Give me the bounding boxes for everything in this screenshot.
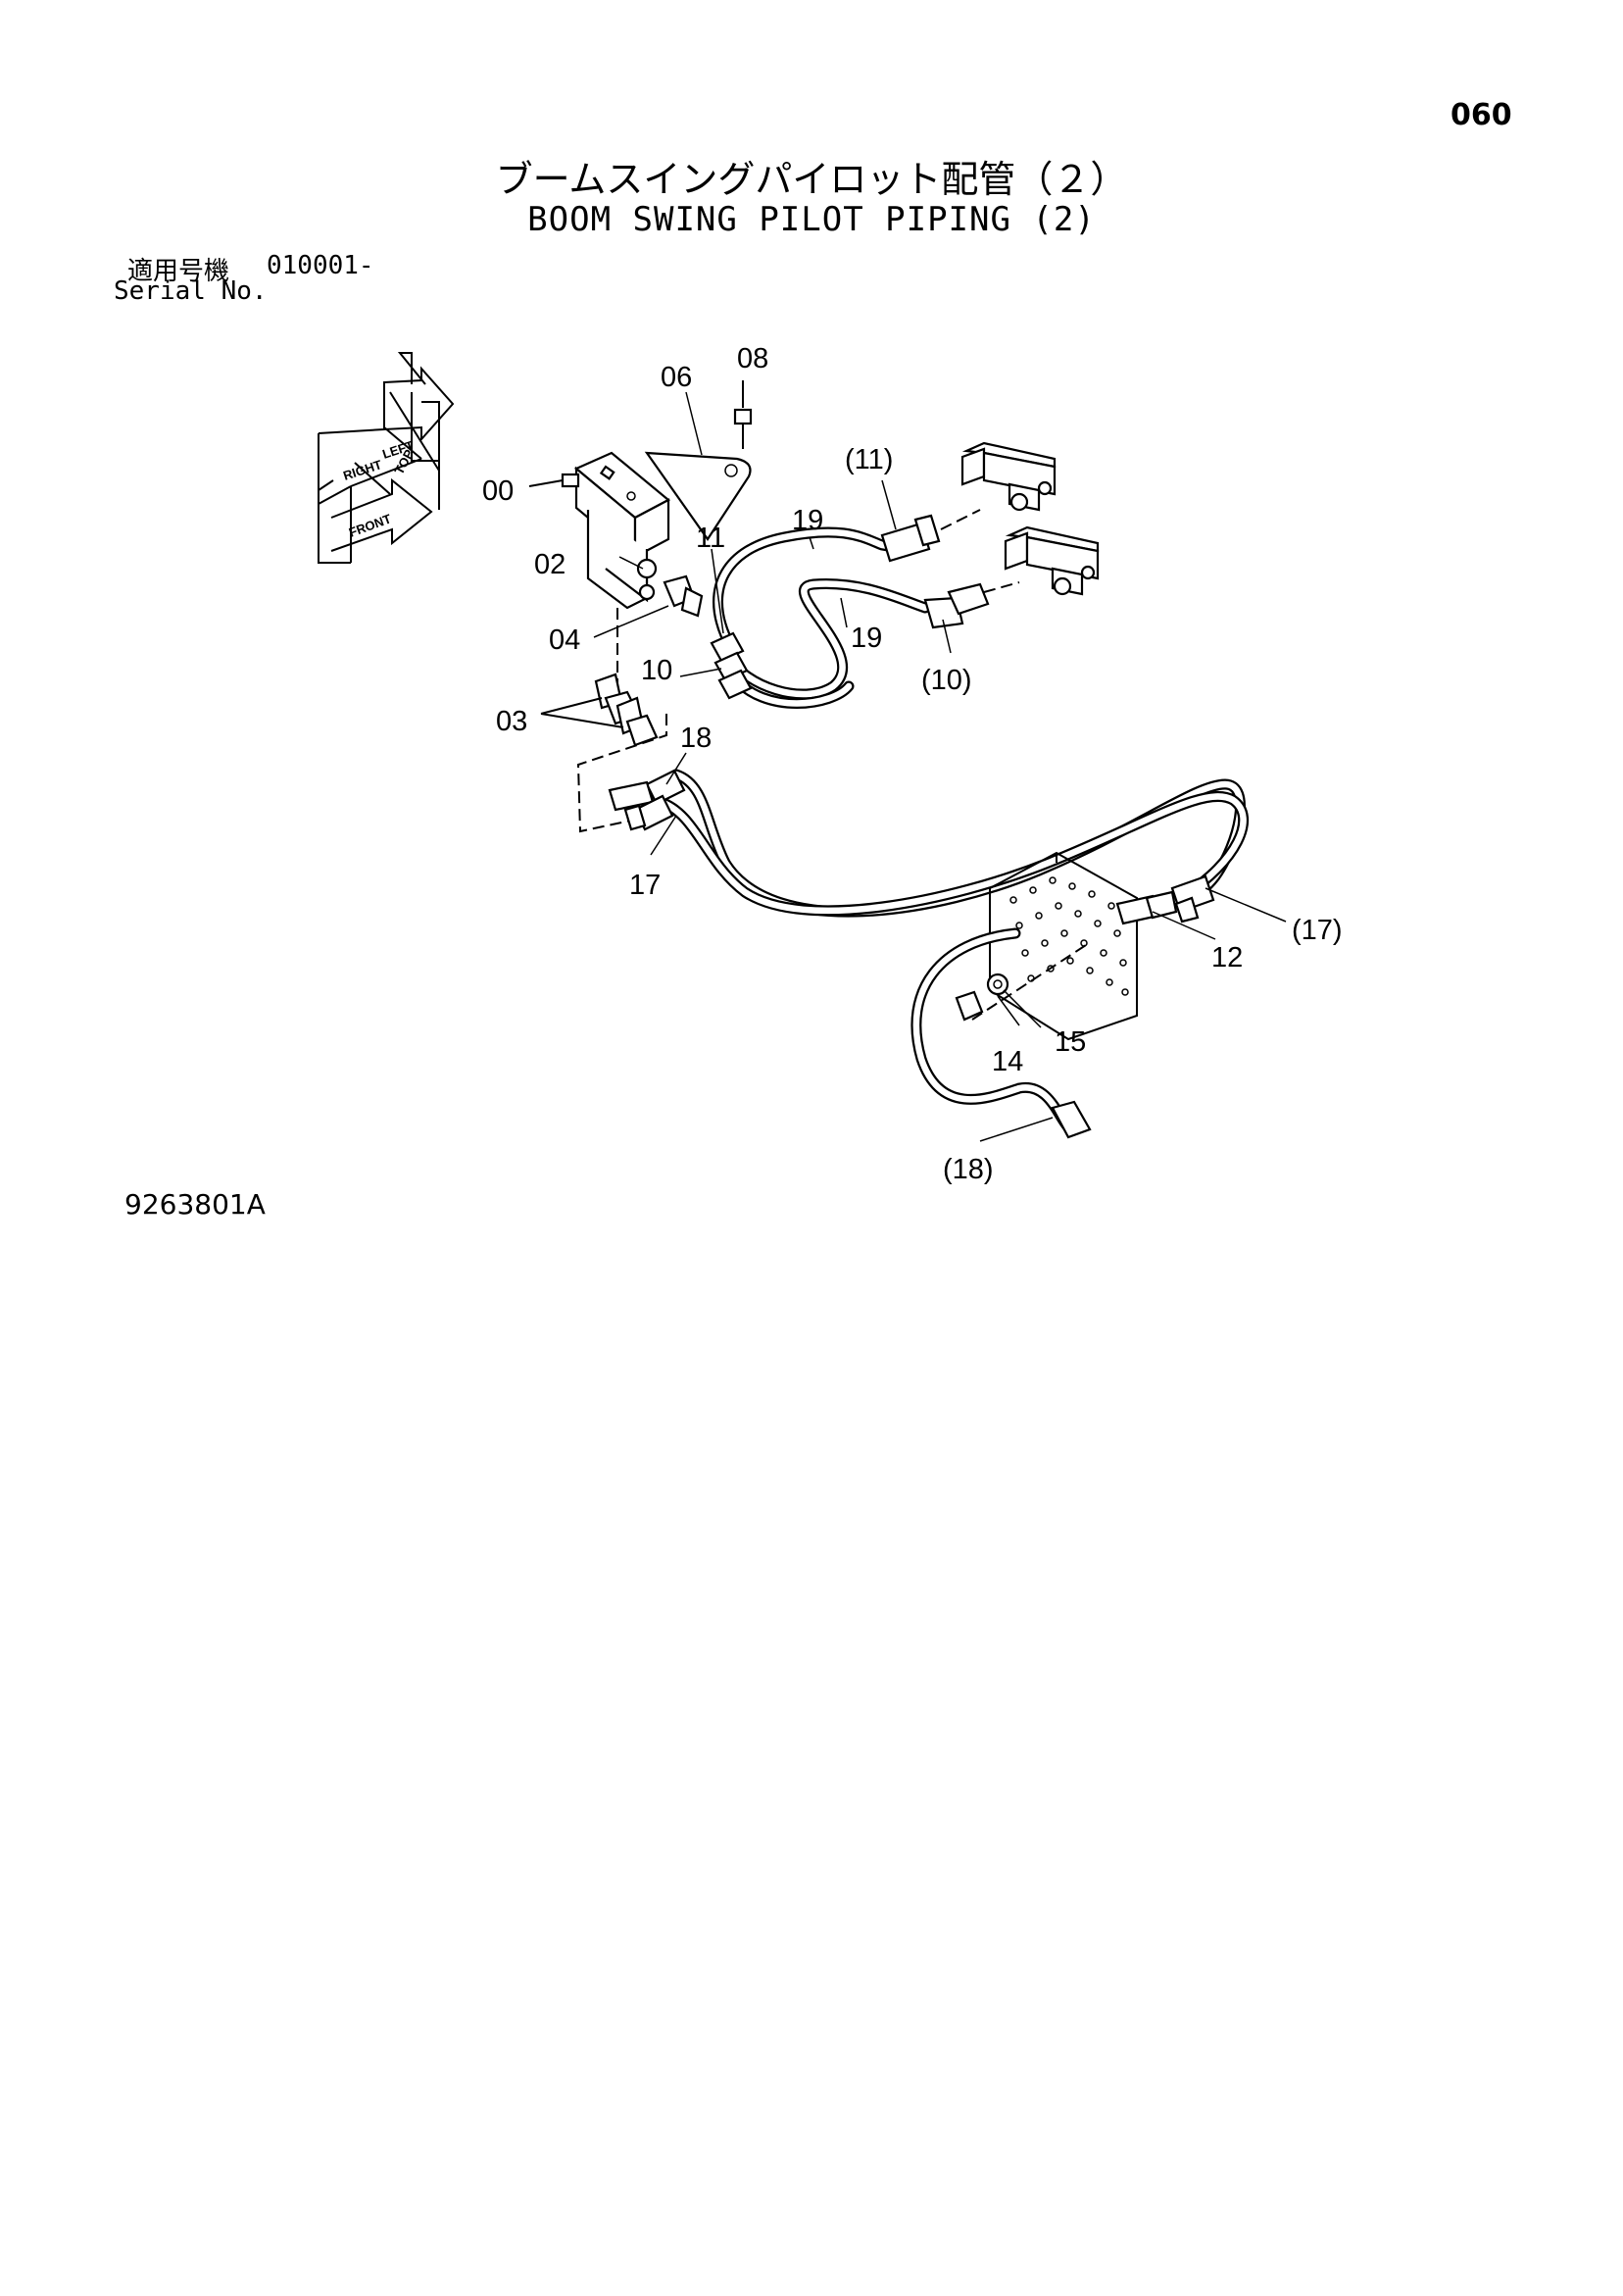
callout-labels: 00 02 03 04 06 08 10 11 12 14 15 17 18 1… (482, 343, 1343, 1185)
callout-06: 06 (661, 362, 692, 393)
callout-10: 10 (641, 655, 672, 686)
serial-label-japanese: 適用号機 (127, 257, 230, 286)
callout-10-reference: (10) (921, 665, 972, 696)
pipe-18-lower (910, 927, 1092, 1139)
valve-assembly (528, 380, 753, 618)
page-title-english: BOOM SWING PILOT PIPING (2) (527, 200, 1096, 239)
callout-17-reference: (17) (1292, 915, 1343, 946)
elbow-fittings (540, 608, 659, 747)
callout-04: 04 (549, 624, 580, 656)
page-title-japanese: ブームスイングパイロット配管（２） (495, 158, 1128, 201)
callout-00: 00 (482, 475, 514, 507)
drawing-number: 9263801A (124, 1188, 266, 1221)
callout-14: 14 (992, 1046, 1023, 1077)
pilot-valve-upper (960, 441, 1057, 512)
leader-lines (593, 391, 1287, 1142)
serial-label-english: Serial No. (114, 276, 268, 306)
callout-03: 03 (496, 706, 527, 737)
callout-18: 18 (680, 723, 712, 754)
serial-number-value: 010001- (267, 251, 374, 280)
hose-19-pair (710, 509, 1020, 709)
callout-12: 12 (1211, 942, 1243, 973)
callout-08: 08 (737, 343, 768, 374)
orientation-front-label: FRONT (347, 511, 393, 539)
orientation-indicator: TOP LEFT RIGHT FRONT (318, 352, 455, 564)
hose-17-18-long (608, 769, 1249, 923)
orientation-right-label: RIGHT (341, 457, 383, 483)
callout-11: 11 (696, 523, 725, 554)
pilot-valve-lower (1004, 525, 1100, 596)
callout-11-reference: (11) (845, 444, 893, 475)
callout-17: 17 (629, 870, 661, 901)
callout-15: 15 (1055, 1026, 1086, 1058)
callout-19-upper: 19 (792, 505, 823, 536)
callout-19-lower: 19 (851, 623, 882, 654)
callout-02: 02 (534, 549, 566, 580)
connector-12 (1115, 890, 1178, 925)
callout-18-reference: (18) (943, 1154, 994, 1185)
page-number: 060 (1451, 98, 1512, 132)
